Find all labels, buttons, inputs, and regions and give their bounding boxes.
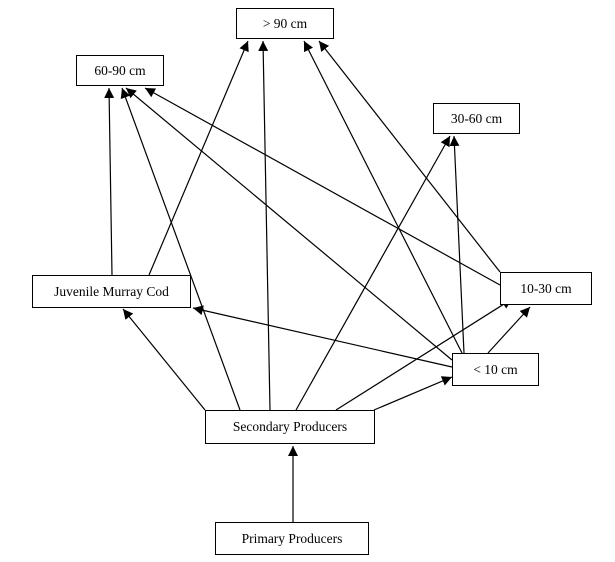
edge-lt10-to-juvenile [192,305,453,368]
node-juvenile-murray-cod: Juvenile Murray Cod [32,275,191,308]
node-over-90cm: > 90 cm [236,8,334,39]
node-secondary-producers: Secondary Producers [205,410,375,444]
node-secondary-producers-label: Secondary Producers [232,419,348,434]
node-under-10cm-label: < 10 cm [473,361,518,377]
edge-secondary-to-30-60 [295,135,451,411]
edge-secondary-to-60-90 [120,87,241,411]
edge-10-30-to-60-90 [144,87,501,286]
node-under-10cm: < 10 cm [452,353,539,386]
edge-lt10-to-10-30 [487,306,531,354]
edge-lt10-to-30-60 [449,135,465,354]
edge-10-30-to-gt90 [318,40,501,273]
node-30-60cm: 30-60 cm [433,103,520,134]
node-30-60cm-label: 30-60 cm [450,110,503,126]
node-juvenile-murray-cod-label: Juvenile Murray Cod [54,283,169,299]
edge-juvenile-to-gt90 [148,40,249,276]
edge-juvenile-to-60-90 [104,87,115,276]
node-over-90cm-label: > 90 cm [262,15,308,31]
node-10-30cm: 10-30 cm [500,272,592,305]
edge-secondary-to-juvenile [122,308,206,411]
edge-secondary-to-10-30 [335,298,513,411]
node-60-90cm-label: 60-90 cm [94,62,146,78]
node-10-30cm-label: 10-30 cm [520,280,572,296]
edge-secondary-to-lt10 [373,376,453,411]
edge-secondary-to-gt90 [258,40,271,411]
edge-lt10-to-60-90 [125,87,453,361]
node-primary-producers: Primary Producers [215,522,369,555]
edge-lt10-to-gt90 [303,40,463,354]
node-primary-producers-label: Primary Producers [241,530,343,546]
node-60-90cm: 60-90 cm [76,55,164,86]
